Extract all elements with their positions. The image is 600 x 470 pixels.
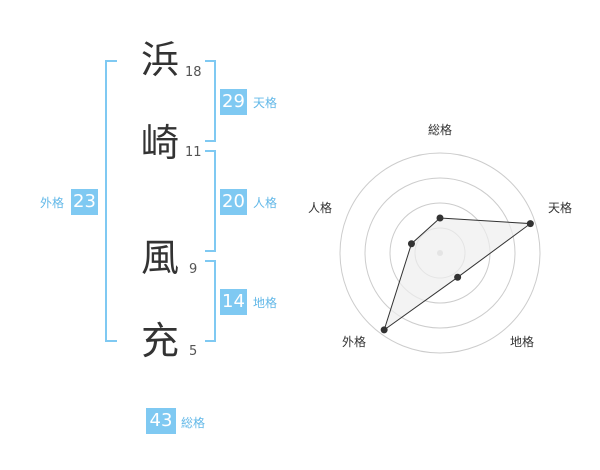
jinkaku-value-badge: 20 bbox=[220, 189, 247, 215]
radar-axis-label-chikaku: 地格 bbox=[510, 335, 535, 349]
gaikaku-bracket bbox=[105, 60, 117, 342]
tenkaku-bracket bbox=[205, 60, 216, 142]
name-char-3: 風 bbox=[140, 236, 179, 280]
tenkaku-label: 天格 bbox=[253, 96, 278, 110]
radar-axis-label-soukaku: 総格 bbox=[428, 123, 453, 137]
radar-point-0 bbox=[436, 214, 444, 222]
stroke-count-1: 18 bbox=[185, 65, 202, 80]
name-char-1: 浜 bbox=[140, 38, 179, 82]
radar-axis-label-jinkaku: 人格 bbox=[308, 201, 333, 215]
jinkaku-label: 人格 bbox=[253, 196, 278, 210]
stroke-count-2: 11 bbox=[185, 145, 202, 160]
gaikaku-label: 外格 bbox=[40, 196, 65, 210]
stroke-count-4: 5 bbox=[189, 344, 198, 359]
radar-axis-label-gaikaku: 外格 bbox=[342, 335, 367, 349]
tenkaku-value-badge: 29 bbox=[220, 89, 247, 115]
chikaku-bracket bbox=[205, 260, 216, 342]
chikaku-value-badge: 14 bbox=[220, 289, 247, 315]
chikaku-label: 地格 bbox=[253, 296, 278, 310]
gaikaku-value-badge: 23 bbox=[71, 189, 98, 215]
radar-ring bbox=[339, 152, 541, 354]
soukaku-label: 総格 bbox=[181, 416, 206, 430]
soukaku-value-badge: 43 bbox=[146, 408, 176, 434]
radar-point-2 bbox=[454, 273, 462, 281]
radar-point-1 bbox=[526, 220, 534, 228]
name-char-2: 崎 bbox=[140, 121, 179, 165]
radar-ring bbox=[364, 177, 516, 329]
jinkaku-bracket bbox=[205, 150, 216, 252]
radar-axis-label-tenkaku: 天格 bbox=[548, 201, 573, 215]
stroke-count-3: 9 bbox=[189, 262, 198, 277]
radar-point-3 bbox=[380, 326, 388, 334]
name-char-4: 充 bbox=[140, 319, 179, 363]
radar-point-4 bbox=[407, 240, 415, 248]
